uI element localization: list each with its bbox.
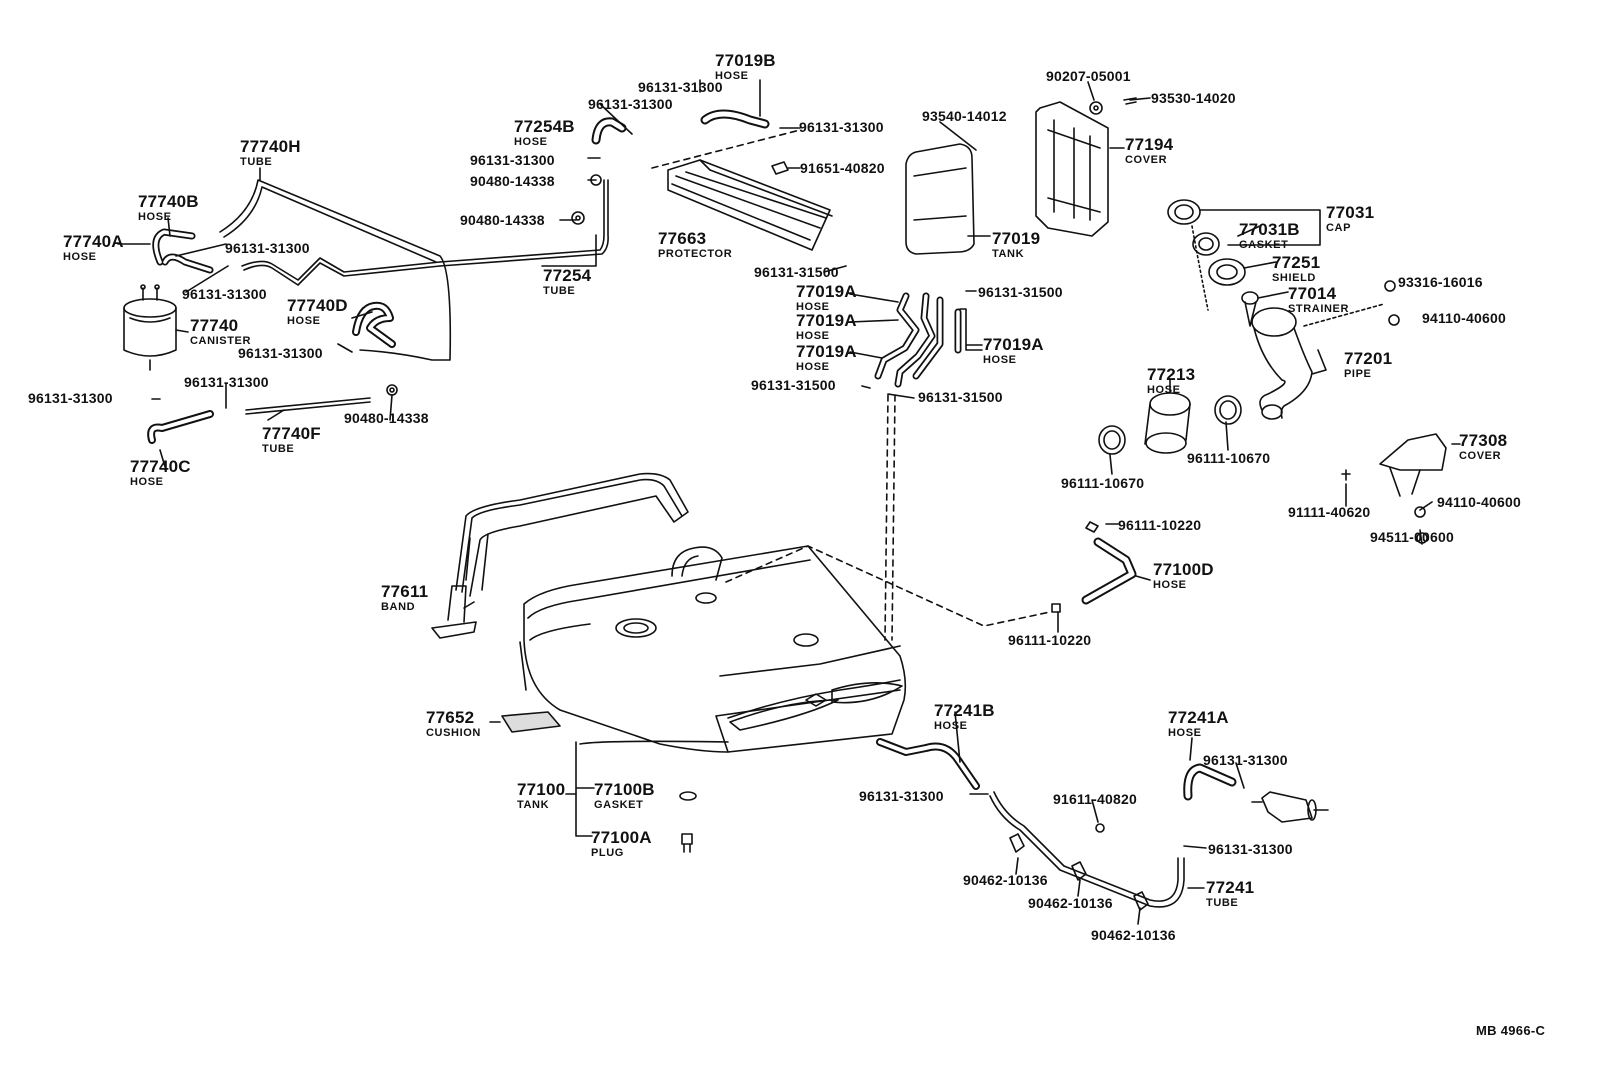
cover-77194 xyxy=(1035,101,1109,237)
label-96131-31300: 96131-31300 xyxy=(859,788,944,804)
label-96111-10670: 96111-10670 xyxy=(1061,475,1145,491)
label-96131-31300: 96131-31300 xyxy=(182,286,267,302)
label-90462-10136: 90462-10136 xyxy=(963,872,1048,888)
tube-77740f xyxy=(245,397,371,415)
label-90207-05001: 90207-05001 xyxy=(1046,68,1131,84)
label-96131-31300: 96131-31300 xyxy=(28,390,113,406)
tank-77019 xyxy=(905,143,975,255)
label-96111-10670: 96111-10670 xyxy=(1187,450,1271,466)
clips-90462-10136 xyxy=(1009,833,1149,911)
label-96131-31300: 96131-31300 xyxy=(184,374,269,390)
label-96131-31300: 96131-31300 xyxy=(1208,841,1293,857)
diagram-code: MB 4966-C xyxy=(1476,1023,1546,1038)
clamps-96111-10670 xyxy=(1098,395,1242,455)
label-93316-16016: 93316-16016 xyxy=(1398,274,1483,290)
protector-77663 xyxy=(667,159,833,251)
fuel-tank-77100 xyxy=(519,545,907,753)
label-96131-31300: 96131-31300 xyxy=(225,240,310,256)
label-96131-31300: 96131-31300 xyxy=(638,79,723,95)
hoses-77740a-77740b xyxy=(152,228,214,274)
label-93530-14020: 93530-14020 xyxy=(1151,90,1236,106)
label-96131-31500: 96131-31500 xyxy=(751,377,836,393)
label-96111-10220: 96111-10220 xyxy=(1008,632,1092,648)
label-94110-40600: 94110-40600 xyxy=(1437,494,1521,510)
cushion-77652 xyxy=(501,711,561,733)
label-96131-31300: 96131-31300 xyxy=(588,96,673,112)
label-90462-10136: 90462-10136 xyxy=(1028,895,1113,911)
label-90462-10136: 90462-10136 xyxy=(1091,927,1176,943)
label-91611-40820: 91611-40820 xyxy=(1053,791,1137,807)
shield-77251 xyxy=(1208,258,1246,286)
fuel-filter xyxy=(1251,791,1329,823)
label-90480-14338: 90480-14338 xyxy=(470,173,555,189)
label-96131-31300: 96131-31300 xyxy=(1203,752,1288,768)
cap-77031 xyxy=(1167,199,1209,311)
hose-77213 xyxy=(1144,392,1191,454)
band-77611 xyxy=(431,472,689,639)
label-96131-31300: 96131-31300 xyxy=(470,152,555,168)
label-91651-40820: 91651-40820 xyxy=(800,160,885,176)
label-94511-00600: 94511-00600 xyxy=(1370,529,1454,545)
label-91111-40620: 91111-40620 xyxy=(1288,504,1371,520)
tube-77740h xyxy=(219,179,609,361)
label-96131-31500: 96131-31500 xyxy=(754,264,839,280)
canister-77740 xyxy=(123,284,177,371)
strainer-77014 xyxy=(1241,291,1259,327)
label-96131-31300: 96131-31300 xyxy=(238,345,323,361)
label-96131-31500: 96131-31500 xyxy=(978,284,1063,300)
label-96131-31300: 96131-31300 xyxy=(799,119,884,135)
label-90480-14338: 90480-14338 xyxy=(460,212,545,228)
label-90480-14338: 90480-14338 xyxy=(344,410,429,426)
gasket-77031b xyxy=(1192,232,1220,256)
pipe-77201 xyxy=(1251,307,1313,420)
label-93540-14012: 93540-14012 xyxy=(922,108,1007,124)
label-94110-40600: 94110-40600 xyxy=(1422,310,1506,326)
label-96111-10220: 96111-10220 xyxy=(1118,517,1202,533)
label-96131-31500: 96131-31500 xyxy=(918,389,1003,405)
tube-77241 xyxy=(989,791,1185,908)
cover-77308 xyxy=(1379,433,1447,497)
